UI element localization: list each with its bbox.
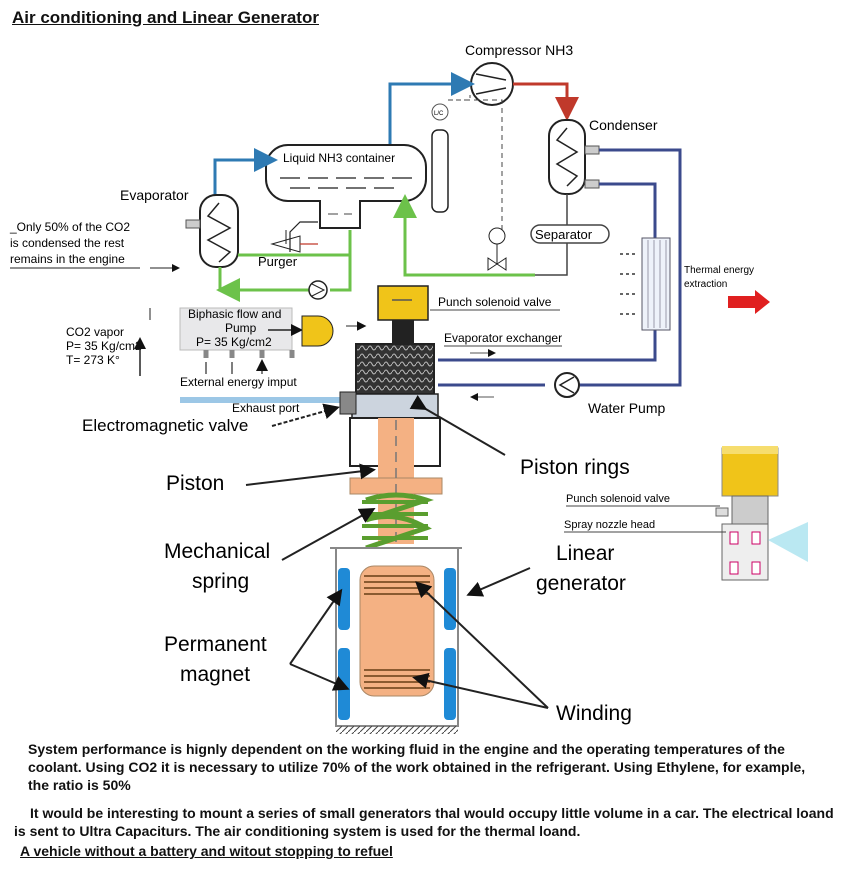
inset-punch-label: Punch solenoid valve xyxy=(566,493,670,505)
evaporator xyxy=(185,194,239,268)
paragraph-generators: It would be interesting to mount a serie… xyxy=(14,805,834,839)
suction-pipe xyxy=(388,72,475,148)
linear-gen-label-1: Linear xyxy=(556,542,614,565)
paragraph-performance: System performance is hignly dependent o… xyxy=(28,741,806,793)
thermal-label-1: Thermal energy xyxy=(684,265,754,276)
condenser-label: Condenser xyxy=(589,117,658,133)
magnet-label-1: Permanent xyxy=(164,633,267,656)
biphasic-label-2: Pump xyxy=(225,321,257,335)
lc-sensor xyxy=(431,103,449,121)
separator-label: Separator xyxy=(535,227,593,242)
spring-label-1: Mechanical xyxy=(164,540,270,563)
water-pump-label: Water Pump xyxy=(588,400,665,416)
cylinder xyxy=(349,417,443,690)
electromagnetic-valve xyxy=(339,391,357,415)
linear-generator xyxy=(330,547,462,734)
return-line xyxy=(238,230,352,257)
co2-note-1: _Only 50% of the CO2 xyxy=(9,220,130,234)
liquid-line xyxy=(213,158,270,195)
green-loop xyxy=(218,267,316,292)
piston-rings-label: Piston rings xyxy=(520,456,630,479)
em-valve-label: Electromagnetic valve xyxy=(82,416,248,435)
winding-label: Winding xyxy=(556,702,632,725)
container-label: Liquid NH3 container xyxy=(283,151,395,165)
nh3-container xyxy=(265,129,449,229)
evaporator-exchanger xyxy=(351,343,439,419)
linear-gen-label-2: generator xyxy=(536,572,626,595)
pressure-label: P= 35 Kg/cm2 xyxy=(196,335,272,349)
lc-label: L/C xyxy=(434,111,444,117)
thermal-extractor xyxy=(620,237,671,331)
purger-label: Purger xyxy=(258,254,298,269)
magnet-label-2: magnet xyxy=(180,663,250,686)
spring-label-2: spring xyxy=(192,570,249,593)
discharge-pipe xyxy=(513,82,579,121)
expansion-valve xyxy=(487,227,568,276)
diagram: Compressor NH3 L/C Condenser Separator L… xyxy=(9,42,808,734)
co2-note-3: remains in the engine xyxy=(10,252,125,266)
co2-note-2: is condensed the rest xyxy=(10,236,125,250)
thermal-arrow xyxy=(728,290,770,314)
exhaust-label: Exhaust port xyxy=(232,401,300,415)
compressor xyxy=(470,62,514,106)
water-loop-top xyxy=(565,148,682,387)
punch-valve-label: Punch solenoid valve xyxy=(438,295,552,309)
compressor-label: Compressor NH3 xyxy=(465,42,573,58)
green-pump xyxy=(308,280,328,300)
biphasic-label-1: Biphasic flow and xyxy=(188,307,281,321)
co2-vapor-2: P= 35 Kg/cm2 xyxy=(66,339,142,353)
biphasic-pump xyxy=(301,315,334,347)
paragraph-vehicle: A vehicle without a battery and witout s… xyxy=(20,843,393,859)
co2-vapor-1: CO2 vapor xyxy=(66,325,124,339)
separator xyxy=(530,224,610,244)
biphasic-pipe xyxy=(179,307,293,351)
purger xyxy=(270,221,318,253)
co2-vapor-3: T= 273 K° xyxy=(66,353,120,367)
page-title: Air conditioning and Linear Generator xyxy=(12,8,319,27)
water-pump xyxy=(554,372,580,398)
punch-solenoid-valve xyxy=(377,285,429,346)
piston-label: Piston xyxy=(166,472,224,495)
evap-exchanger-label: Evaporator exchanger xyxy=(444,331,562,345)
inset-spray-label: Spray nozzle head xyxy=(564,519,655,531)
thermal-label-2: extraction xyxy=(684,279,727,290)
injector-inset xyxy=(715,446,808,581)
external-label: External energy imput xyxy=(180,375,297,389)
evaporator-label: Evaporator xyxy=(120,187,189,203)
